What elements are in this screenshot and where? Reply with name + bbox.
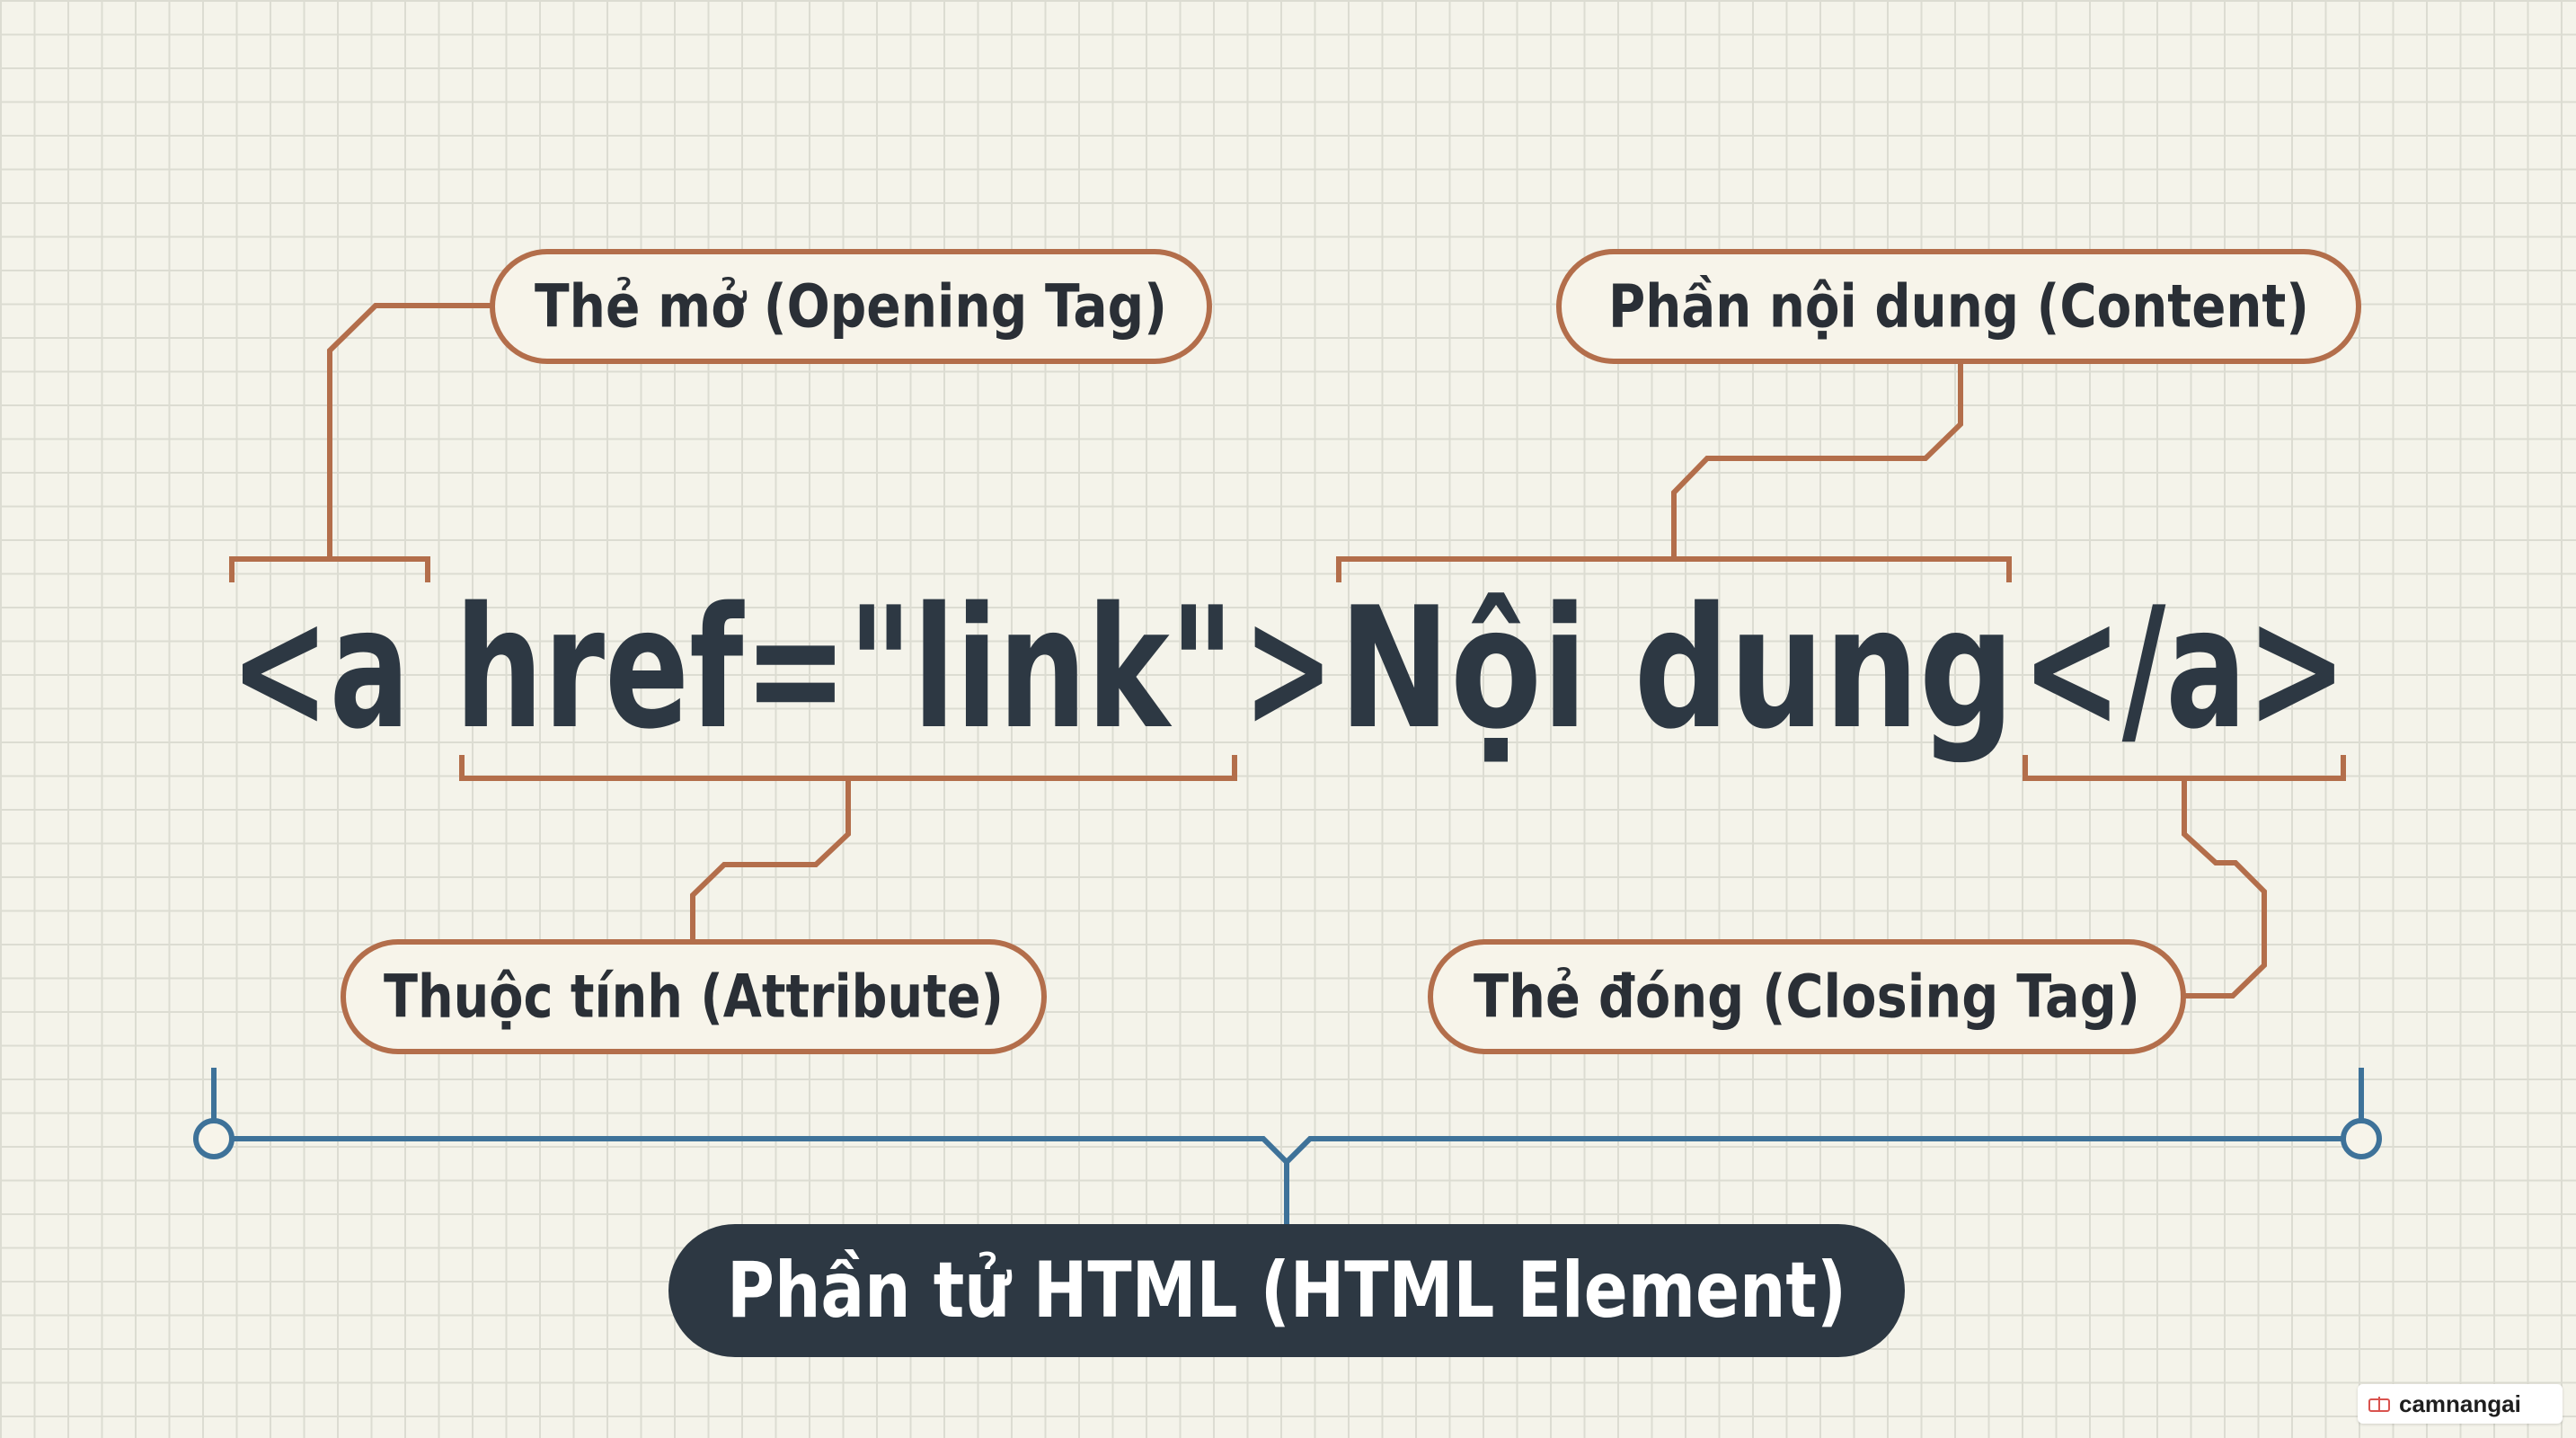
content-label: Phần nội dung (Content) (1556, 249, 2361, 364)
closing-tag-label-text: Thẻ đóng (Closing Tag) (1474, 963, 2140, 1032)
opening-tag-connector (229, 303, 492, 582)
attribute-connector (459, 755, 1237, 942)
closing-tag-connector (2023, 755, 2346, 999)
span-end-dot (2341, 1118, 2382, 1159)
closing-tag-label: Thẻ đóng (Closing Tag) (1428, 939, 2186, 1054)
attribute-code: href="link" (455, 571, 1235, 766)
html-element-label: Phần tử HTML (HTML Element) (668, 1224, 1905, 1357)
opening-tag-label-text: Thẻ mở (Opening Tag) (535, 272, 1167, 342)
html-element-label-text: Phần tử HTML (HTML Element) (727, 1246, 1846, 1336)
closing-tag-code: </a> (2022, 571, 2347, 766)
brand-logo-icon (2368, 1397, 2390, 1412)
opening-tag-start: <a (230, 571, 410, 766)
element-span-line (193, 1068, 2382, 1227)
content-code: Nội dung (1339, 571, 2014, 766)
watermark-text: camnangai (2399, 1389, 2521, 1417)
watermark-badge: camnangai (2358, 1384, 2563, 1424)
span-start-dot (193, 1118, 235, 1159)
attribute-label: Thuộc tính (Attribute) (341, 939, 1047, 1054)
code-line: <a href="link" > Nội dung </a> (230, 571, 2347, 766)
content-label-text: Phần nội dung (Content) (1608, 272, 2309, 342)
content-connector (1336, 361, 2012, 582)
opening-tag-label: Thẻ mở (Opening Tag) (490, 249, 1212, 364)
opening-tag-end: > (1244, 571, 1333, 766)
attribute-label-text: Thuộc tính (Attribute) (384, 963, 1004, 1032)
